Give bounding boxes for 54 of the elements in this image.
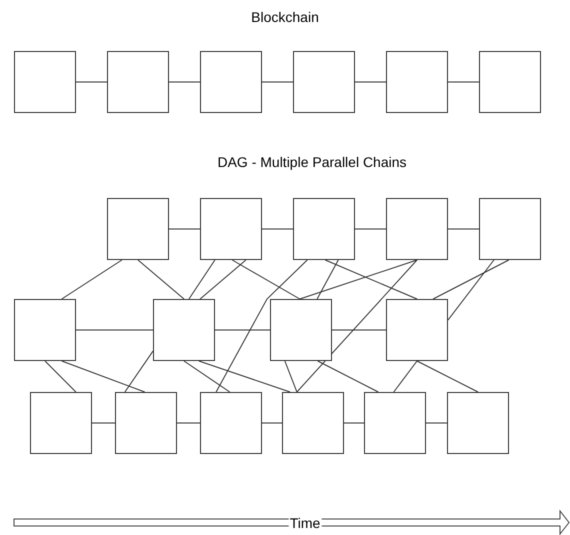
connector-line	[92, 422, 116, 424]
connector-line	[200, 260, 246, 300]
connector-line	[61, 260, 122, 300]
connector-line	[138, 260, 184, 300]
block-box	[14, 51, 76, 113]
block-box	[153, 299, 215, 361]
block-box	[447, 392, 509, 454]
connector-line	[188, 260, 216, 300]
connector-line	[168, 228, 200, 230]
block-box	[479, 198, 541, 260]
block-box	[386, 198, 448, 260]
axis-label: Time	[288, 515, 322, 531]
block-box	[107, 51, 169, 113]
connector-line	[44, 360, 76, 392]
connector-line	[262, 422, 282, 424]
connector-line	[262, 228, 294, 230]
connector-line	[124, 350, 154, 392]
connector-line	[324, 260, 418, 300]
connector-line	[426, 422, 448, 424]
connector-line	[448, 260, 494, 321]
block-box	[107, 198, 169, 260]
connector-line	[216, 260, 308, 392]
connector-line	[316, 260, 339, 300]
block-box	[270, 299, 332, 361]
connector-line	[176, 422, 200, 424]
connector-line	[296, 260, 418, 392]
block-box	[293, 51, 355, 113]
block-box	[282, 392, 344, 454]
section-heading: DAG - Multiple Parallel Chains	[217, 154, 407, 170]
connector-line	[61, 360, 146, 392]
connector-line	[184, 360, 230, 392]
connector-line	[232, 260, 300, 300]
block-box	[386, 299, 448, 361]
block-box	[293, 198, 355, 260]
block-box	[200, 392, 262, 454]
block-box	[14, 299, 76, 361]
connector-line	[198, 360, 291, 392]
connector-line	[299, 260, 418, 300]
block-box	[115, 392, 177, 454]
block-box	[364, 392, 426, 454]
connector-line	[354, 228, 386, 230]
connector-line	[393, 360, 418, 392]
block-box	[30, 392, 92, 454]
connector-line	[432, 260, 510, 300]
connector-line	[284, 360, 298, 392]
connector-line	[344, 422, 364, 424]
block-box	[386, 51, 448, 113]
block-box	[200, 198, 262, 260]
block-box	[479, 51, 541, 113]
section-heading: Blockchain	[251, 9, 319, 25]
connector-line	[448, 228, 480, 230]
connector-line	[416, 360, 478, 392]
connector-line	[317, 360, 379, 392]
block-box	[200, 51, 262, 113]
